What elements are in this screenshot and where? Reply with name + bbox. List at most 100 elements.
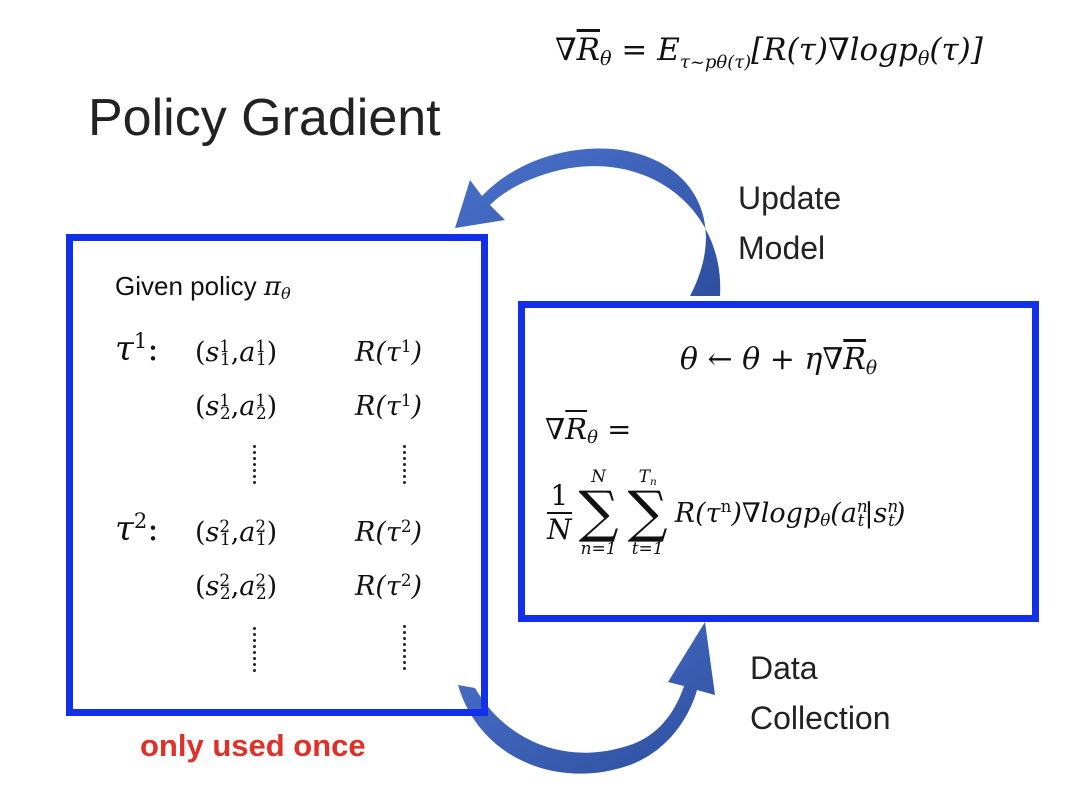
r-bar: R <box>565 412 588 446</box>
trajectory-1-label: τ1: <box>115 329 159 369</box>
sup: 2 <box>255 515 267 536</box>
upper-limit: T <box>638 467 650 487</box>
sub: 2 <box>220 583 231 604</box>
numerator: 1 <box>547 480 572 514</box>
theta-sub: θ <box>587 427 598 449</box>
vertical-ellipsis-icon <box>403 445 407 487</box>
sup: 2 <box>400 569 412 590</box>
only-used-once-warning: only used once <box>140 728 366 763</box>
equals-sign: = <box>597 412 632 446</box>
reward-text: R(τ <box>355 571 401 602</box>
trajectory-sampling-box: Given policy πθ τ1: (s11,a11) R(τ1) (s12… <box>66 234 488 716</box>
paren: ) <box>411 517 423 548</box>
sup: 1 <box>255 389 267 410</box>
formula-rhs-end: (τ)] <box>929 32 983 68</box>
summand-part: (a <box>830 497 857 529</box>
sub: t <box>888 509 895 530</box>
sub: 1 <box>256 529 267 550</box>
sup: 1 <box>255 335 267 356</box>
expectation-symbol: E <box>657 32 680 68</box>
sum-over-n: N ∑ n=1 <box>579 468 619 558</box>
summand-part: |s <box>864 497 888 529</box>
sub: 2 <box>256 403 267 424</box>
sub: 1 <box>220 529 231 550</box>
sup: 2 <box>400 515 412 536</box>
model-update-box: θ ← θ + η∇Rθ ∇Rθ = 1 N N ∑ n=1 Tn ∑ t=1 … <box>518 301 1039 622</box>
gradient-estimate-sum: 1 N N ∑ n=1 Tn ∑ t=1 R(τn)∇logpθ(ant|snt… <box>547 468 905 558</box>
sup: 2 <box>219 515 231 536</box>
reward-text: R(τ <box>355 517 401 548</box>
colon: : <box>147 329 159 369</box>
tau-index: 1 <box>133 328 148 354</box>
given-text: Given policy <box>115 271 264 301</box>
sup: n <box>887 496 899 517</box>
upper-limit: N <box>591 467 607 487</box>
vertical-ellipsis-icon <box>403 625 407 673</box>
summand-part: R(τ <box>674 497 721 529</box>
trajectory-2-label: τ2: <box>115 509 159 549</box>
parameter-update-equation: θ ← θ + η∇Rθ <box>525 342 1032 377</box>
sub: 2 <box>256 583 267 604</box>
sup: 1 <box>400 389 412 410</box>
sub: θ <box>820 509 831 530</box>
gradient-definition-label: ∇Rθ = <box>545 412 632 449</box>
colon: : <box>147 509 159 549</box>
update-model-label-line2: Model <box>738 230 826 266</box>
slide-title: Policy Gradient <box>88 89 441 147</box>
given-policy-label: Given policy πθ <box>115 271 291 302</box>
sup: n <box>720 496 732 517</box>
paren: ) <box>411 571 423 602</box>
sup: 2 <box>255 569 267 590</box>
state-action-pair: (s12,a12) <box>195 389 278 424</box>
trajectory-reward: R(τ1) <box>355 391 422 422</box>
sup: 1 <box>219 335 231 356</box>
theta-sub: θ <box>865 357 878 379</box>
sup: 2 <box>219 569 231 590</box>
summand-part: )∇logp <box>731 497 821 529</box>
r-bar: R <box>576 32 600 68</box>
sup: 1 <box>400 335 412 356</box>
lower-limit: n=1 <box>580 539 617 559</box>
sup: 1 <box>219 389 231 410</box>
sub: t <box>857 509 865 530</box>
expectation-subscript: τ~pθ(τ) <box>679 52 752 74</box>
sigma-icon: ∑ <box>578 480 619 545</box>
tau-symbol: τ <box>115 509 134 549</box>
data-collection-arrow-icon <box>458 622 715 774</box>
update-model-arrow-icon <box>455 148 721 296</box>
formula-rhs: [R(τ)∇logp <box>751 32 918 68</box>
sub: 1 <box>220 349 231 370</box>
data-collection-label-line2: Collection <box>750 700 891 736</box>
equals-sign: = <box>611 32 658 68</box>
summand: R(τn)∇logpθ(ant|snt) <box>675 498 906 529</box>
sub: 2 <box>220 403 231 424</box>
theta-sub: θ <box>600 46 612 70</box>
state-action-pair: (s11,a11) <box>195 335 278 370</box>
lower-limit: t=1 <box>631 539 664 559</box>
pi-symbol: π <box>263 272 281 302</box>
summand-part: ) <box>894 497 906 529</box>
sum-over-t: Tn ∑ t=1 <box>628 468 668 558</box>
denominator: N <box>547 513 572 546</box>
vertical-ellipsis-icon <box>253 627 257 675</box>
update-model-label-line1: Update <box>738 180 842 216</box>
trajectory-reward: R(τ1) <box>355 337 422 368</box>
sup: n <box>856 496 868 517</box>
theta-sub: θ <box>280 284 291 304</box>
trajectory-reward: R(τ2) <box>355 571 422 602</box>
data-collection-label-line1: Data <box>750 650 818 686</box>
upper-limit-sub: n <box>649 475 657 488</box>
trajectory-reward: R(τ2) <box>355 517 422 548</box>
tau-symbol: τ <box>115 329 134 369</box>
state-action-pair: (s22,a22) <box>195 569 278 604</box>
reward-text: R(τ <box>355 391 401 422</box>
paren: ) <box>411 391 423 422</box>
one-over-n-fraction: 1 N <box>547 480 572 546</box>
tau-index: 2 <box>133 508 148 534</box>
objective-gradient-formula: ∇Rθ = Eτ~pθ(τ)[R(τ)∇logpθ(τ)] <box>555 32 983 73</box>
sub: 1 <box>256 349 267 370</box>
update-lhs: θ ← θ + η∇ <box>679 342 844 377</box>
sigma-icon: ∑ <box>627 480 668 545</box>
r-bar: R <box>843 342 866 377</box>
